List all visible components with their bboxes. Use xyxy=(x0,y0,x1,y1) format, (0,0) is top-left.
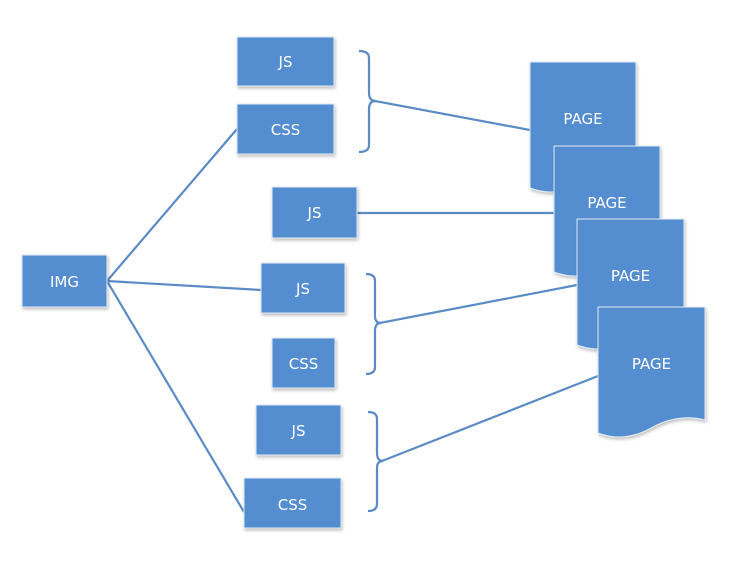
node-img[interactable]: IMG xyxy=(21,254,108,308)
edge-img-to-js2 xyxy=(106,279,262,292)
node-page-4[interactable]: PAGE xyxy=(597,306,706,438)
node-group1-css[interactable]: CSS xyxy=(236,103,335,155)
node-group2-js[interactable]: JS xyxy=(260,262,346,314)
edge-group1-to-page1 xyxy=(374,99,531,132)
bracket-group2 xyxy=(365,272,382,376)
edge-img-to-css3 xyxy=(106,280,245,513)
edge-group3-to-page4 xyxy=(381,374,599,463)
node-page-3-label: PAGE xyxy=(611,267,650,285)
node-group2-css-label: CSS xyxy=(289,355,319,373)
node-group3-js[interactable]: JS xyxy=(255,404,342,456)
bracket-group3 xyxy=(367,410,384,513)
node-group1-js-label: JS xyxy=(278,53,293,71)
node-group2-js-label: JS xyxy=(295,280,310,298)
node-page-4-label: PAGE xyxy=(632,355,671,373)
node-lone-js[interactable]: JS xyxy=(271,186,358,239)
bracket-group1 xyxy=(358,49,377,154)
node-group3-css[interactable]: CSS xyxy=(243,477,342,529)
node-group3-js-label: JS xyxy=(291,422,306,440)
node-group2-css[interactable]: CSS xyxy=(271,337,336,389)
node-group3-css-label: CSS xyxy=(278,496,308,514)
edge-group2-to-page3 xyxy=(379,283,578,325)
node-group1-css-label: CSS xyxy=(271,121,301,139)
node-page-2-label: PAGE xyxy=(587,194,626,212)
node-group1-js[interactable]: JS xyxy=(236,36,335,87)
node-img-label: IMG xyxy=(50,273,79,291)
edge-img-to-css1 xyxy=(106,128,238,282)
node-lone-js-label: JS xyxy=(307,204,322,222)
node-page-1-label: PAGE xyxy=(563,110,602,128)
